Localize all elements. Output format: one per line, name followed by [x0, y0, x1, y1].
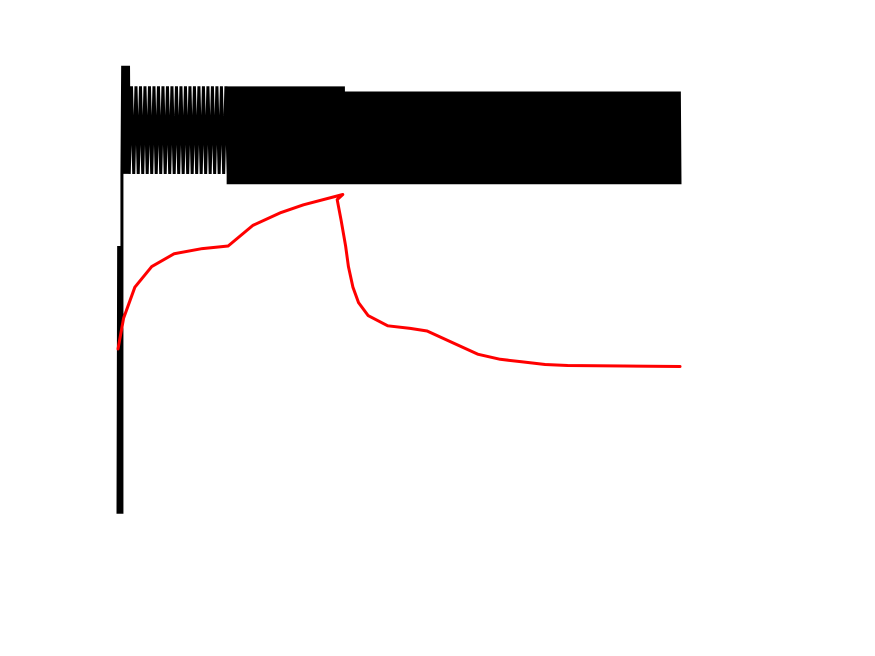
series-red-line [116, 193, 682, 369]
series-oscillation-line [116, 65, 682, 514]
plot-area [116, 65, 682, 514]
